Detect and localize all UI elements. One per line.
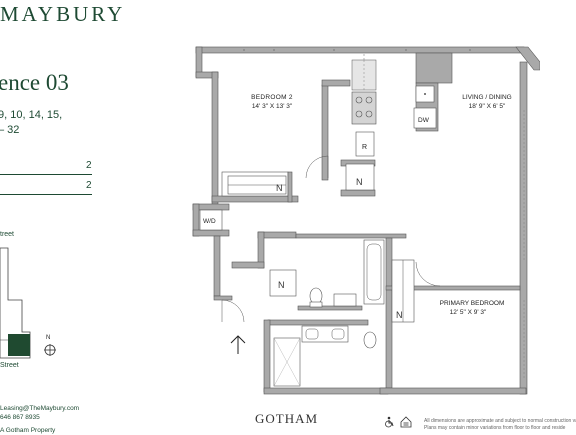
svg-text:N: N <box>356 177 363 187</box>
bedroom2-dims: 14' 3" X 13' 3" <box>252 103 293 110</box>
primary-bedroom-dims: 12' 5" X 9' 3" <box>450 309 487 316</box>
unit-highlight <box>8 334 30 356</box>
svg-text:N: N <box>278 280 285 290</box>
svg-text:N: N <box>276 183 283 193</box>
street-label-bottom: Street <box>0 362 19 369</box>
dishwasher-label: DW <box>418 117 430 124</box>
residence-title: ence 03 <box>0 70 69 95</box>
floor-list-line-1: 9, 10, 14, 15, <box>0 109 63 121</box>
bathroom-count: 2 <box>86 180 92 191</box>
equal-housing-icon <box>400 416 412 428</box>
primary-bedroom-name: PRIMARY BEDROOM <box>440 300 505 307</box>
brand-logo: MAYBURY <box>0 2 126 26</box>
disclaimer: All dimensions are approximate and subje… <box>424 418 576 432</box>
gotham-logo: GOTHAM <box>255 411 319 426</box>
contact-company: A Gotham Property <box>0 427 56 434</box>
site-key-plan <box>0 247 31 359</box>
living-dims: 18' 9" X 6' 5" <box>469 103 506 110</box>
north-label: N <box>46 335 51 341</box>
stat-divider <box>0 194 92 195</box>
svg-text:N: N <box>396 310 403 320</box>
north-arrow-icon <box>44 344 56 356</box>
refrigerator-label: R <box>362 144 367 151</box>
bedroom-count: 2 <box>86 160 92 171</box>
washer-dryer-label: W/D <box>203 218 216 225</box>
wheelchair-icon <box>385 416 394 428</box>
contact-email[interactable]: Leasing@TheMaybury.com <box>0 405 80 412</box>
stat-divider <box>0 174 92 175</box>
floor-plan: N R N DW W/D N N <box>192 46 540 395</box>
living-name: LIVING / DINING <box>462 94 511 101</box>
floor-list-line-2: – 32 <box>0 124 20 136</box>
entry-arrow-icon <box>230 335 246 354</box>
contact-block: Leasing@TheMaybury.com 646 867 8935 A Go… <box>0 404 79 435</box>
accessibility-icons <box>385 416 412 428</box>
contact-phone[interactable]: 646 867 8935 <box>0 414 40 421</box>
disclaimer-line-2: Plans may contain minor variations from … <box>424 425 566 431</box>
street-label-top: treet <box>0 231 15 238</box>
disclaimer-line-1: All dimensions are approximate and subje… <box>424 418 576 424</box>
floor-list: 9, 10, 14, 15, – 32 <box>0 108 62 138</box>
bedroom2-name: BEDROOM 2 <box>251 94 293 101</box>
